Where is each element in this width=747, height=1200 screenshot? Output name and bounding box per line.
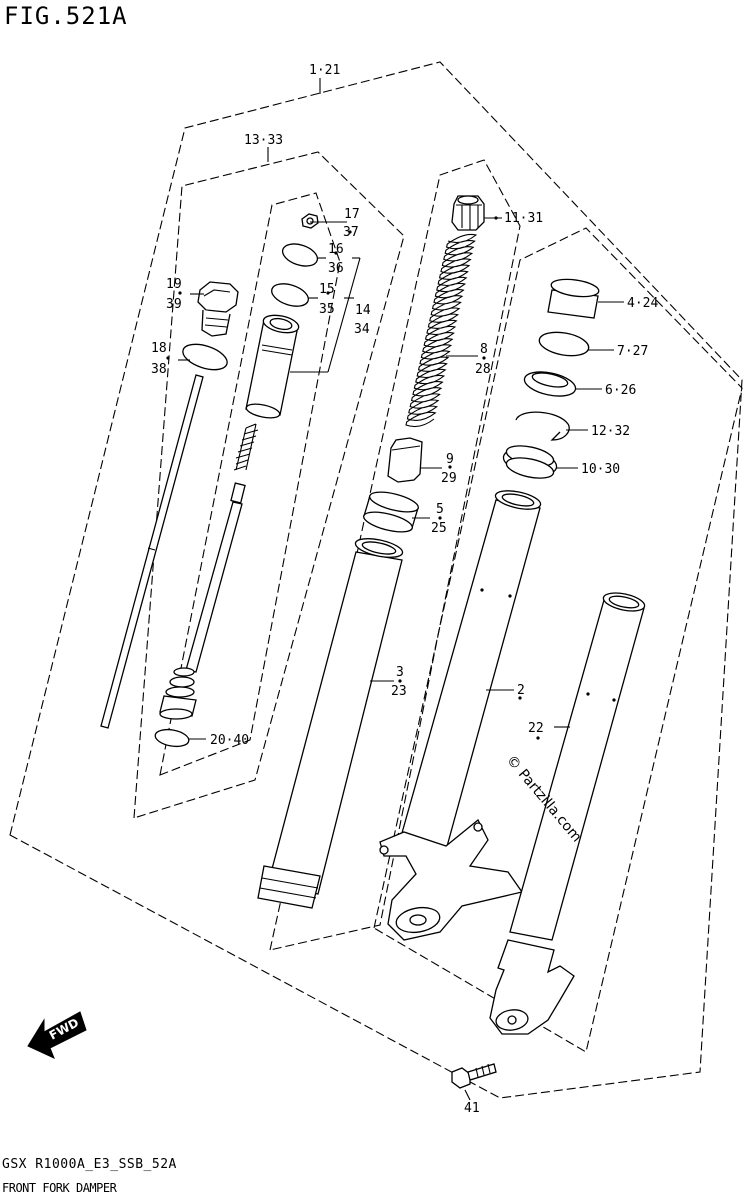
label-11-31: 11·31: [504, 211, 543, 226]
bolt-cap-19: [197, 281, 239, 337]
bolt-41: [451, 1063, 497, 1089]
dust-seal-4: [547, 278, 600, 319]
o-ring-16: [281, 243, 319, 267]
label-25: 25: [431, 521, 447, 536]
label-15: 15: [319, 282, 335, 297]
piston-rod: [185, 482, 246, 673]
label-6-26: 6·26: [605, 383, 636, 398]
label-39: 39: [166, 297, 182, 312]
leader-lines: [166, 78, 624, 1101]
damper-rod: [100, 374, 204, 729]
label-18: 18: [151, 341, 167, 356]
label-29: 29: [441, 471, 457, 486]
label-10-30: 10·30: [581, 462, 620, 477]
oil-seal-6: [523, 371, 577, 397]
label-5: 5: [436, 502, 444, 517]
outline-damper-13-33: [133, 151, 405, 819]
spacer-9: [387, 437, 423, 483]
outline-outer-tube-group: [373, 227, 743, 1053]
label-28: 28: [475, 362, 491, 377]
label-34: 34: [354, 322, 370, 337]
outline-inner-tube-group: [269, 159, 521, 951]
cartridge-cylinder-14: [245, 314, 300, 419]
outer-tube-22: [489, 592, 646, 1035]
nut-17: [301, 213, 319, 229]
label-16: 16: [328, 242, 344, 257]
o-ring-20: [154, 728, 190, 748]
label-36: 36: [328, 261, 344, 276]
fork-spring-8: [405, 233, 478, 428]
outline-assembly-1-21: [9, 61, 743, 1099]
label-35: 35: [319, 302, 335, 317]
footer-name: FRONT FORK DAMPER: [2, 1181, 117, 1195]
o-ring-18: [182, 343, 228, 371]
label-12-32: 12·32: [591, 424, 630, 439]
label-1-21: 1·21: [309, 63, 340, 78]
footer-code: GSX R1000A_E3_SSB_52A: [2, 1157, 177, 1172]
outline-cartridge-14-34: [159, 192, 341, 776]
label-13-33: 13·33: [244, 133, 283, 148]
label-2: 2: [517, 683, 525, 698]
inner-tube-3: [257, 538, 404, 909]
bushing-5: [363, 491, 419, 533]
label-38: 38: [151, 362, 167, 377]
washer-7: [538, 331, 590, 357]
label-22: 22: [528, 721, 544, 736]
label-3: 3: [396, 665, 404, 680]
small-spring: [233, 423, 259, 471]
label-37: 37: [343, 225, 359, 240]
nut-11: [451, 195, 485, 231]
stopper-ring-12: [515, 411, 570, 441]
label-7-27: 7·27: [617, 344, 648, 359]
label-19: 19: [166, 277, 182, 292]
label-17: 17: [344, 207, 360, 222]
label-20-40: 20·40: [210, 733, 249, 748]
figure-title: FIG.521A: [4, 2, 128, 30]
label-23: 23: [391, 684, 407, 699]
fwd-arrow-icon: FWD: [27, 1011, 87, 1059]
piston-valve: [159, 667, 197, 720]
outer-tube-2: [379, 490, 542, 941]
label-9: 9: [446, 452, 454, 467]
label-14: 14: [355, 303, 371, 318]
label-41: 41: [464, 1101, 480, 1116]
label-8: 8: [480, 342, 488, 357]
bushing-10: [502, 445, 558, 479]
label-4-24: 4·24: [627, 296, 658, 311]
o-ring-15: [271, 283, 309, 307]
